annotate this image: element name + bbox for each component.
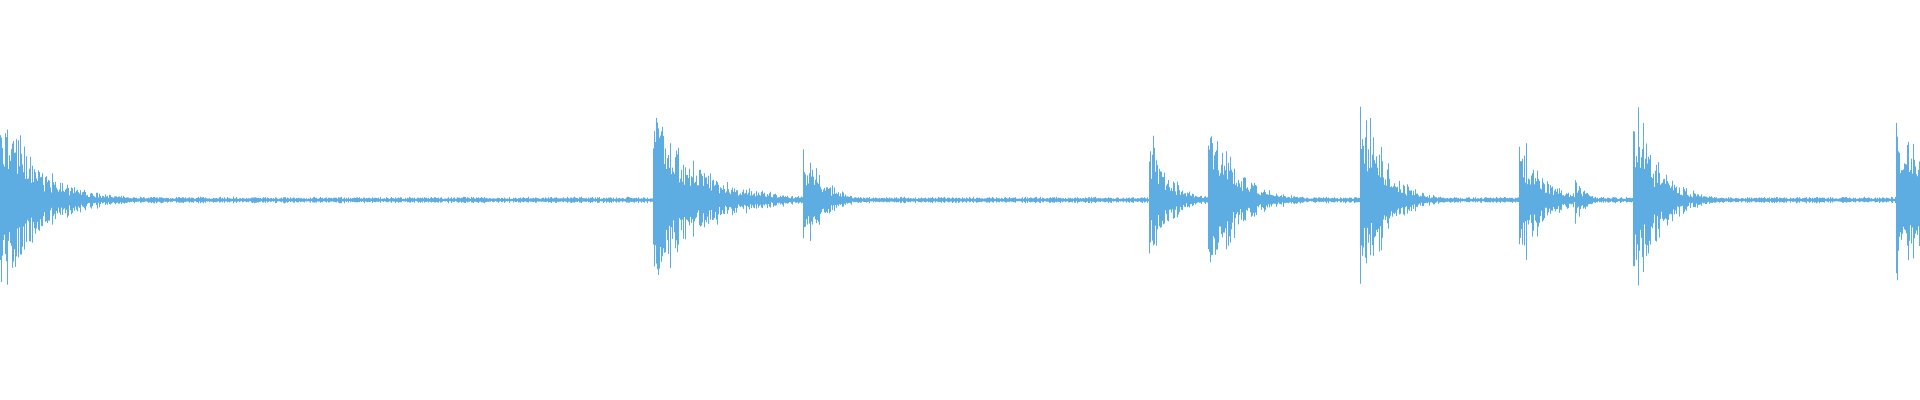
waveform-burst-8 (1576, 178, 1582, 222)
waveform-burst-10 (1897, 110, 1903, 290)
waveform-burst-6 (1361, 96, 1367, 305)
waveform-burst-3 (804, 147, 810, 253)
waveform-burst-1 (0, 107, 6, 294)
waveform-burst-2 (655, 118, 661, 283)
waveform-burst-5 (1210, 123, 1216, 277)
waveform-signal (0, 106, 1920, 286)
waveform-burst-4 (1150, 134, 1156, 266)
waveform-burst-9 (1634, 96, 1640, 305)
waveform-burst-7 (1521, 136, 1527, 264)
